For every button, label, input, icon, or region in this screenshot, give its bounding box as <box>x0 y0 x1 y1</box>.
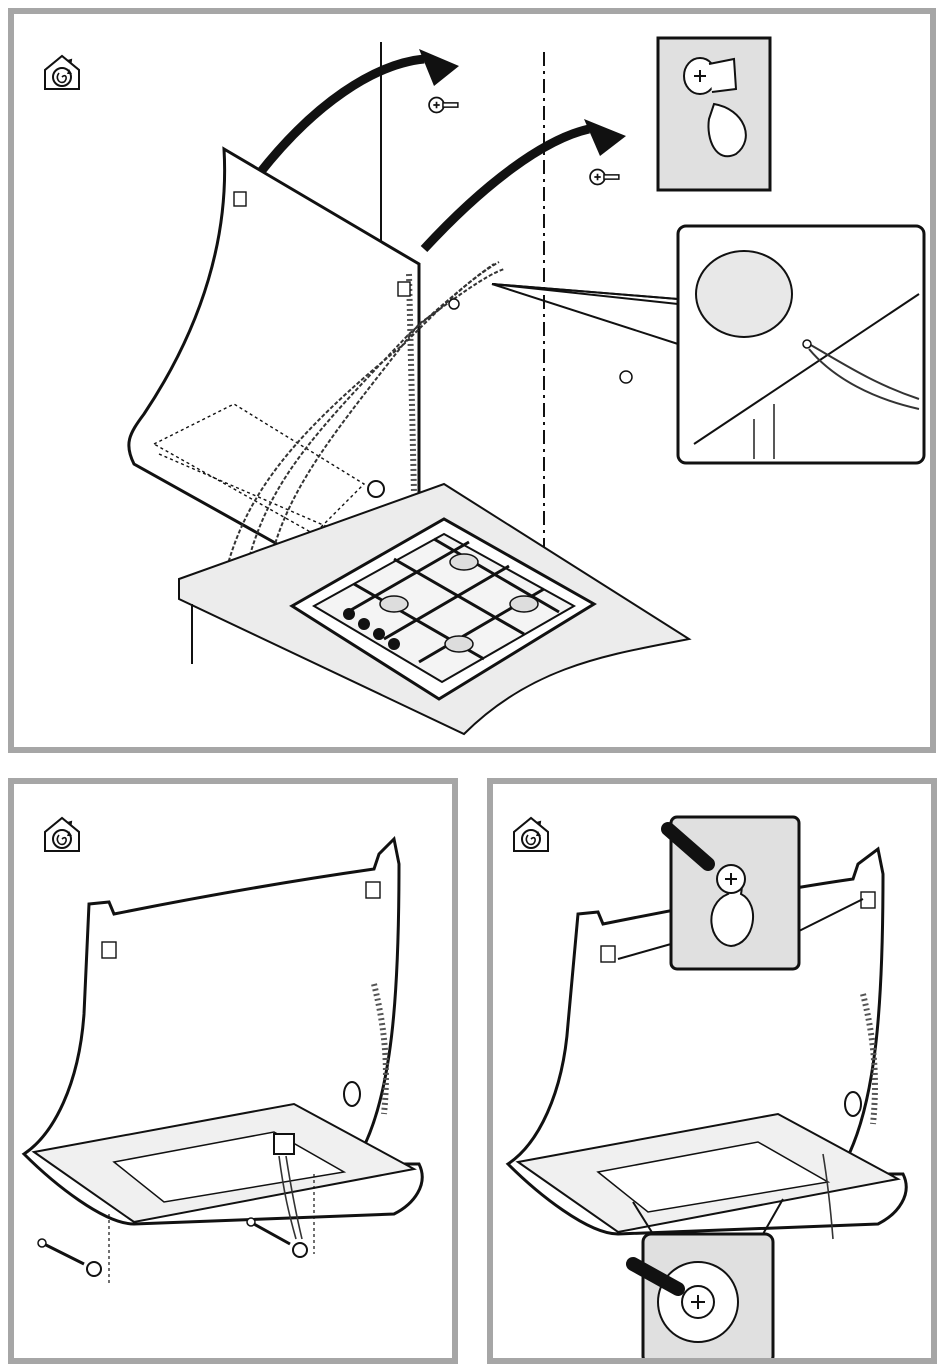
arrow-head-right <box>584 119 626 156</box>
step-panel-top <box>8 8 936 753</box>
wall-screw-right <box>590 170 619 185</box>
lift-arrow-right <box>424 129 589 249</box>
lift-arrow-left <box>259 59 424 174</box>
hood-mounting-illustration <box>14 14 930 747</box>
arrow-head-left <box>419 49 459 86</box>
wall-screw-left <box>429 98 458 113</box>
hood-tightening-illustration <box>493 784 931 1358</box>
step-panel-bottom-right <box>487 778 937 1364</box>
step-panel-bottom-left <box>8 778 458 1364</box>
hood-fixing-illustration <box>14 784 452 1358</box>
